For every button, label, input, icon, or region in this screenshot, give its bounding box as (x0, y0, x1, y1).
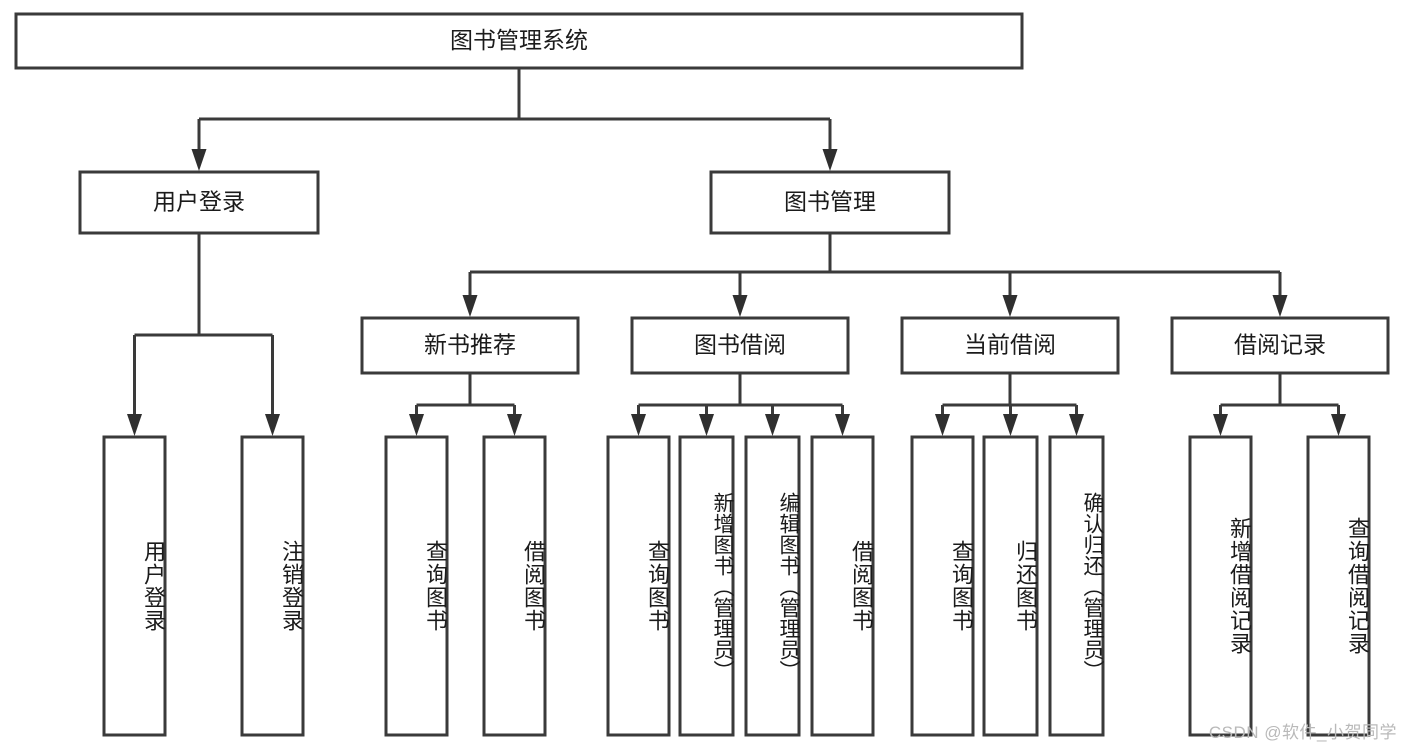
arrow-head-icon (1003, 414, 1018, 436)
node-label-book-borrow: 图书借阅 (694, 332, 786, 358)
node-box-root[interactable] (14, 12, 1024, 70)
node-box-leaf-edit-book-admin[interactable] (744, 435, 801, 737)
arrow-head-icon (1213, 414, 1228, 436)
arrow-head-icon (835, 414, 850, 436)
arrow-head-icon (765, 414, 780, 436)
node-box-leaf-return-book[interactable] (982, 435, 1039, 737)
node-label-borrow-record: 借阅记录 (1234, 332, 1326, 358)
watermark-text: CSDN @软件_小贺同学 (1208, 723, 1397, 742)
arrow-head-icon (935, 414, 950, 436)
arrow-head-icon (265, 414, 280, 436)
connector-layer (127, 68, 1346, 436)
node-box-borrow-record[interactable] (1170, 316, 1390, 375)
node-box-book-manage[interactable] (709, 170, 951, 235)
node-label-new-book-rec: 新书推荐 (424, 332, 516, 358)
node-box-leaf-add-record[interactable] (1188, 435, 1253, 737)
arrow-head-icon (1002, 295, 1018, 317)
node-box-leaf-confirm-return-admin[interactable] (1048, 435, 1105, 737)
node-box-user-login[interactable] (78, 170, 320, 235)
node-box-leaf-user-login[interactable] (102, 435, 167, 737)
node-box-current-borrow[interactable] (900, 316, 1120, 375)
node-label-user-login: 用户登录 (153, 189, 245, 215)
node-box-leaf-query-book-2[interactable] (606, 435, 671, 737)
arrow-head-icon (191, 149, 207, 171)
node-box-leaf-query-book-3[interactable] (910, 435, 975, 737)
arrow-head-icon (822, 149, 838, 171)
node-box-leaf-borrow-book-1[interactable] (482, 435, 547, 737)
node-box-leaf-add-book-admin[interactable] (678, 435, 735, 737)
arrow-head-icon (127, 414, 142, 436)
node-box-leaf-logout[interactable] (240, 435, 305, 737)
node-box-leaf-query-record[interactable] (1306, 435, 1371, 737)
arrow-head-icon (631, 414, 646, 436)
node-label-root: 图书管理系统 (450, 27, 588, 53)
arrow-head-icon (409, 414, 424, 436)
node-box-book-borrow[interactable] (630, 316, 850, 375)
arrow-head-icon (1331, 414, 1346, 436)
arrow-head-icon (1069, 414, 1084, 436)
node-box-leaf-query-book-1[interactable] (384, 435, 449, 737)
arrow-head-icon (732, 295, 748, 317)
node-label-current-borrow: 当前借阅 (964, 332, 1056, 358)
arrow-head-icon (699, 414, 714, 436)
node-box-new-book-rec[interactable] (360, 316, 580, 375)
arrow-head-icon (1272, 295, 1288, 317)
node-box-leaf-borrow-book-2[interactable] (810, 435, 875, 737)
arrow-head-icon (462, 295, 478, 317)
arrow-head-icon (507, 414, 522, 436)
node-label-book-manage: 图书管理 (784, 189, 876, 215)
